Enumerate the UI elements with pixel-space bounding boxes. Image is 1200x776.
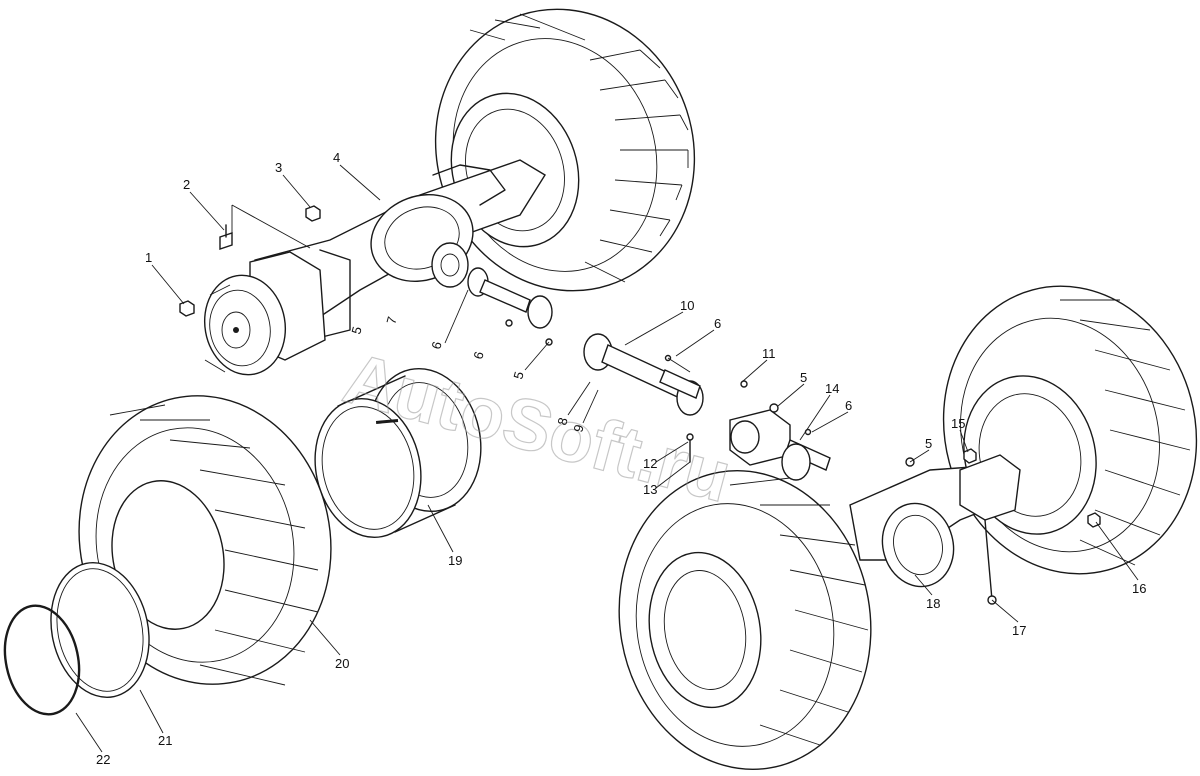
callout-12: 12 — [643, 456, 657, 471]
callout-6c: 6 — [845, 398, 852, 413]
hub-reducer-left — [203, 251, 326, 376]
callout-5d: 5 — [348, 325, 364, 336]
callout-6d: 6 — [470, 350, 486, 361]
callout-14: 14 — [825, 381, 839, 396]
callout-9: 9 — [570, 423, 586, 434]
callout-6b: 6 — [714, 316, 721, 331]
front-axle-housing — [254, 159, 546, 341]
callout-1: 1 — [145, 250, 152, 265]
callout-5b: 5 — [800, 370, 807, 385]
rear-axle-housing — [849, 448, 1101, 605]
wheel-lower-right-assembled — [618, 469, 872, 771]
callout-2: 2 — [183, 177, 190, 192]
callout-20: 20 — [335, 656, 349, 671]
callout-10: 10 — [680, 298, 694, 313]
main-propeller-shaft — [583, 333, 704, 416]
lock-ring — [50, 562, 150, 698]
callout-4: 4 — [333, 150, 340, 165]
callout-11: 11 — [762, 346, 776, 361]
callout-22: 22 — [96, 752, 110, 767]
front-propeller-shaft — [467, 267, 553, 346]
callout-19: 19 — [448, 553, 462, 568]
callout-6a: 6 — [428, 340, 444, 351]
callout-5a: 5 — [510, 370, 526, 381]
callout-7: 7 — [383, 315, 399, 326]
wheel-rim — [314, 367, 482, 539]
callout-13: 13 — [643, 482, 657, 497]
seal-ring — [3, 604, 81, 716]
callout-8: 8 — [554, 416, 570, 427]
callout-17: 17 — [1012, 623, 1026, 638]
intermediate-support — [686, 380, 831, 481]
callout-5c: 5 — [925, 436, 932, 451]
callout-3: 3 — [275, 160, 282, 175]
callout-18: 18 — [926, 596, 940, 611]
callout-15: 15 — [951, 416, 965, 431]
callout-21: 21 — [158, 733, 172, 748]
fasteners-front — [179, 204, 321, 317]
callouts: 1 2 3 4 5 5 5 5 6 6 6 6 7 8 9 10 11 12 1… — [96, 150, 1146, 767]
callout-16: 16 — [1132, 581, 1146, 596]
leader-lines — [75, 164, 1139, 753]
